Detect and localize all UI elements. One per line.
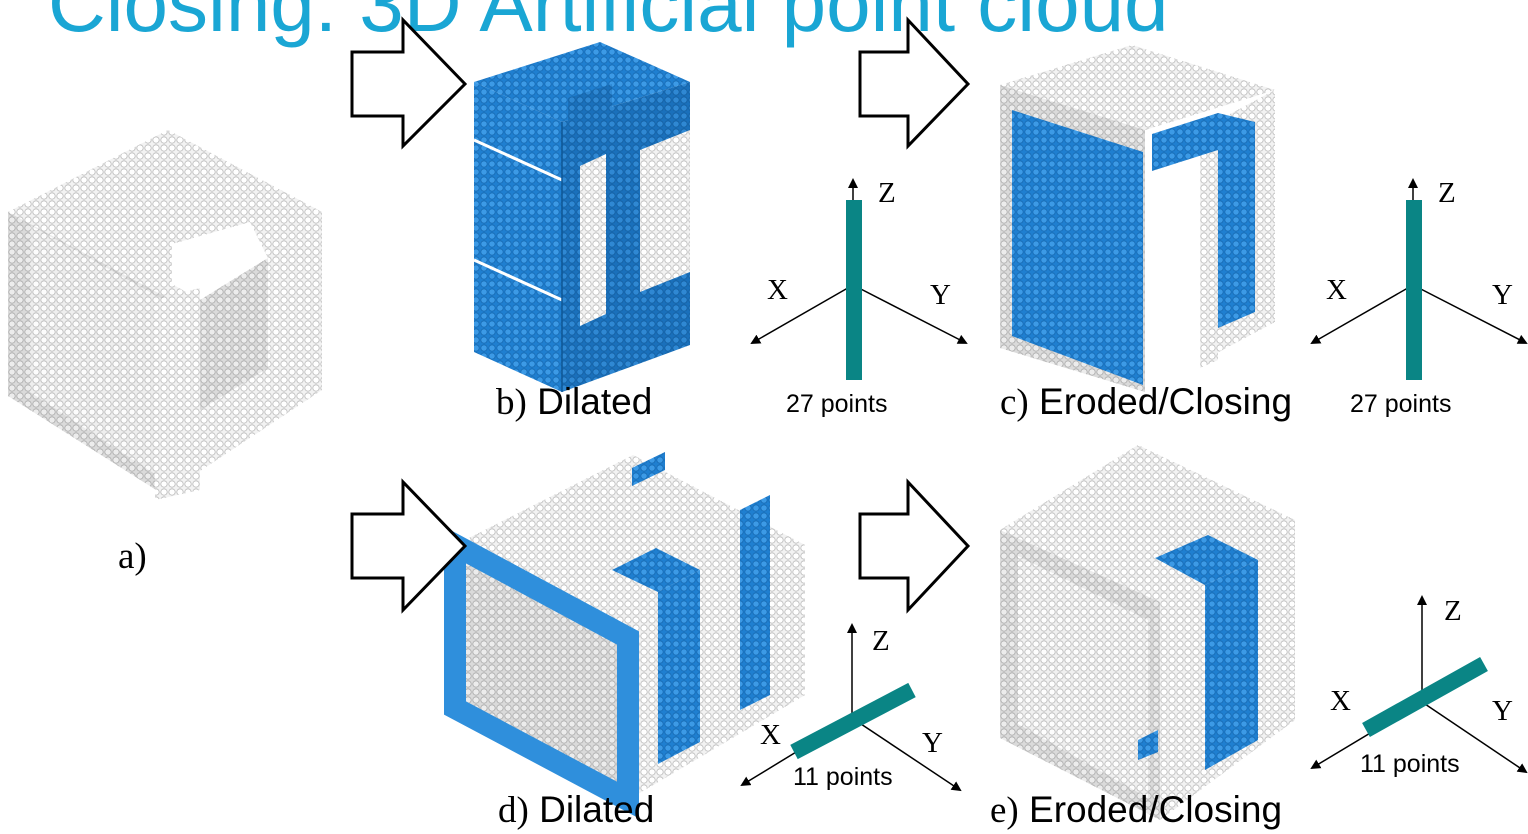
caption-e: e) Eroded/Closing: [990, 790, 1282, 831]
caption-letter: b): [496, 382, 527, 423]
caption-c: c) Eroded/Closing: [1000, 382, 1292, 423]
caption-word: Dilated: [539, 789, 655, 830]
caption-a: a): [118, 536, 147, 577]
arrow-a-to-e: [858, 478, 971, 614]
caption-word: Eroded/Closing: [1039, 381, 1293, 422]
structuring-element-vertical-c: [1406, 200, 1422, 380]
structuring-element-diagonal-d: [790, 682, 916, 760]
axis-label-y: Y: [1492, 695, 1513, 727]
cloud-d: [444, 452, 805, 819]
cloud-e: [1000, 445, 1295, 820]
caption-letter: a): [118, 536, 147, 577]
arrow-a-to-c: [858, 16, 971, 150]
axis-label-x: X: [1326, 274, 1347, 306]
arrow-a-to-b: [350, 16, 468, 150]
axis-label-y: Y: [922, 727, 943, 759]
page-title: Closing: 3D Artificial point cloud: [48, 0, 1169, 48]
axis-label-y: Y: [1492, 279, 1513, 311]
cloud-b: [473, 42, 690, 392]
axis-label-z: Z: [878, 177, 896, 209]
structuring-element-diagonal-e: [1362, 657, 1488, 737]
caption-word: Eroded/Closing: [1029, 789, 1283, 830]
axis-label-z: Z: [1444, 595, 1462, 627]
element-size-label: 11 points: [793, 763, 893, 791]
axis-label-y: Y: [930, 279, 951, 311]
caption-letter: d): [498, 790, 529, 831]
cloud-a: [8, 130, 322, 500]
axis-label-x: X: [1330, 685, 1351, 717]
structuring-element-vertical-b: [846, 200, 862, 380]
caption-word: Dilated: [537, 381, 653, 422]
axis-label-z: Z: [1438, 177, 1456, 209]
caption-letter: e): [990, 790, 1019, 831]
axis-label-z: Z: [872, 625, 890, 657]
arrow-a-to-d: [350, 478, 468, 614]
cloud-c: [1000, 45, 1275, 392]
element-size-label: 27 points: [786, 390, 888, 418]
caption-letter: c): [1000, 382, 1029, 423]
axis-label-x: X: [767, 274, 788, 306]
axis-label-x: X: [760, 719, 781, 751]
element-size-label: 27 points: [1350, 390, 1452, 418]
caption-d: d) Dilated: [498, 790, 654, 831]
element-size-label: 11 points: [1360, 750, 1460, 778]
caption-b: b) Dilated: [496, 382, 652, 423]
